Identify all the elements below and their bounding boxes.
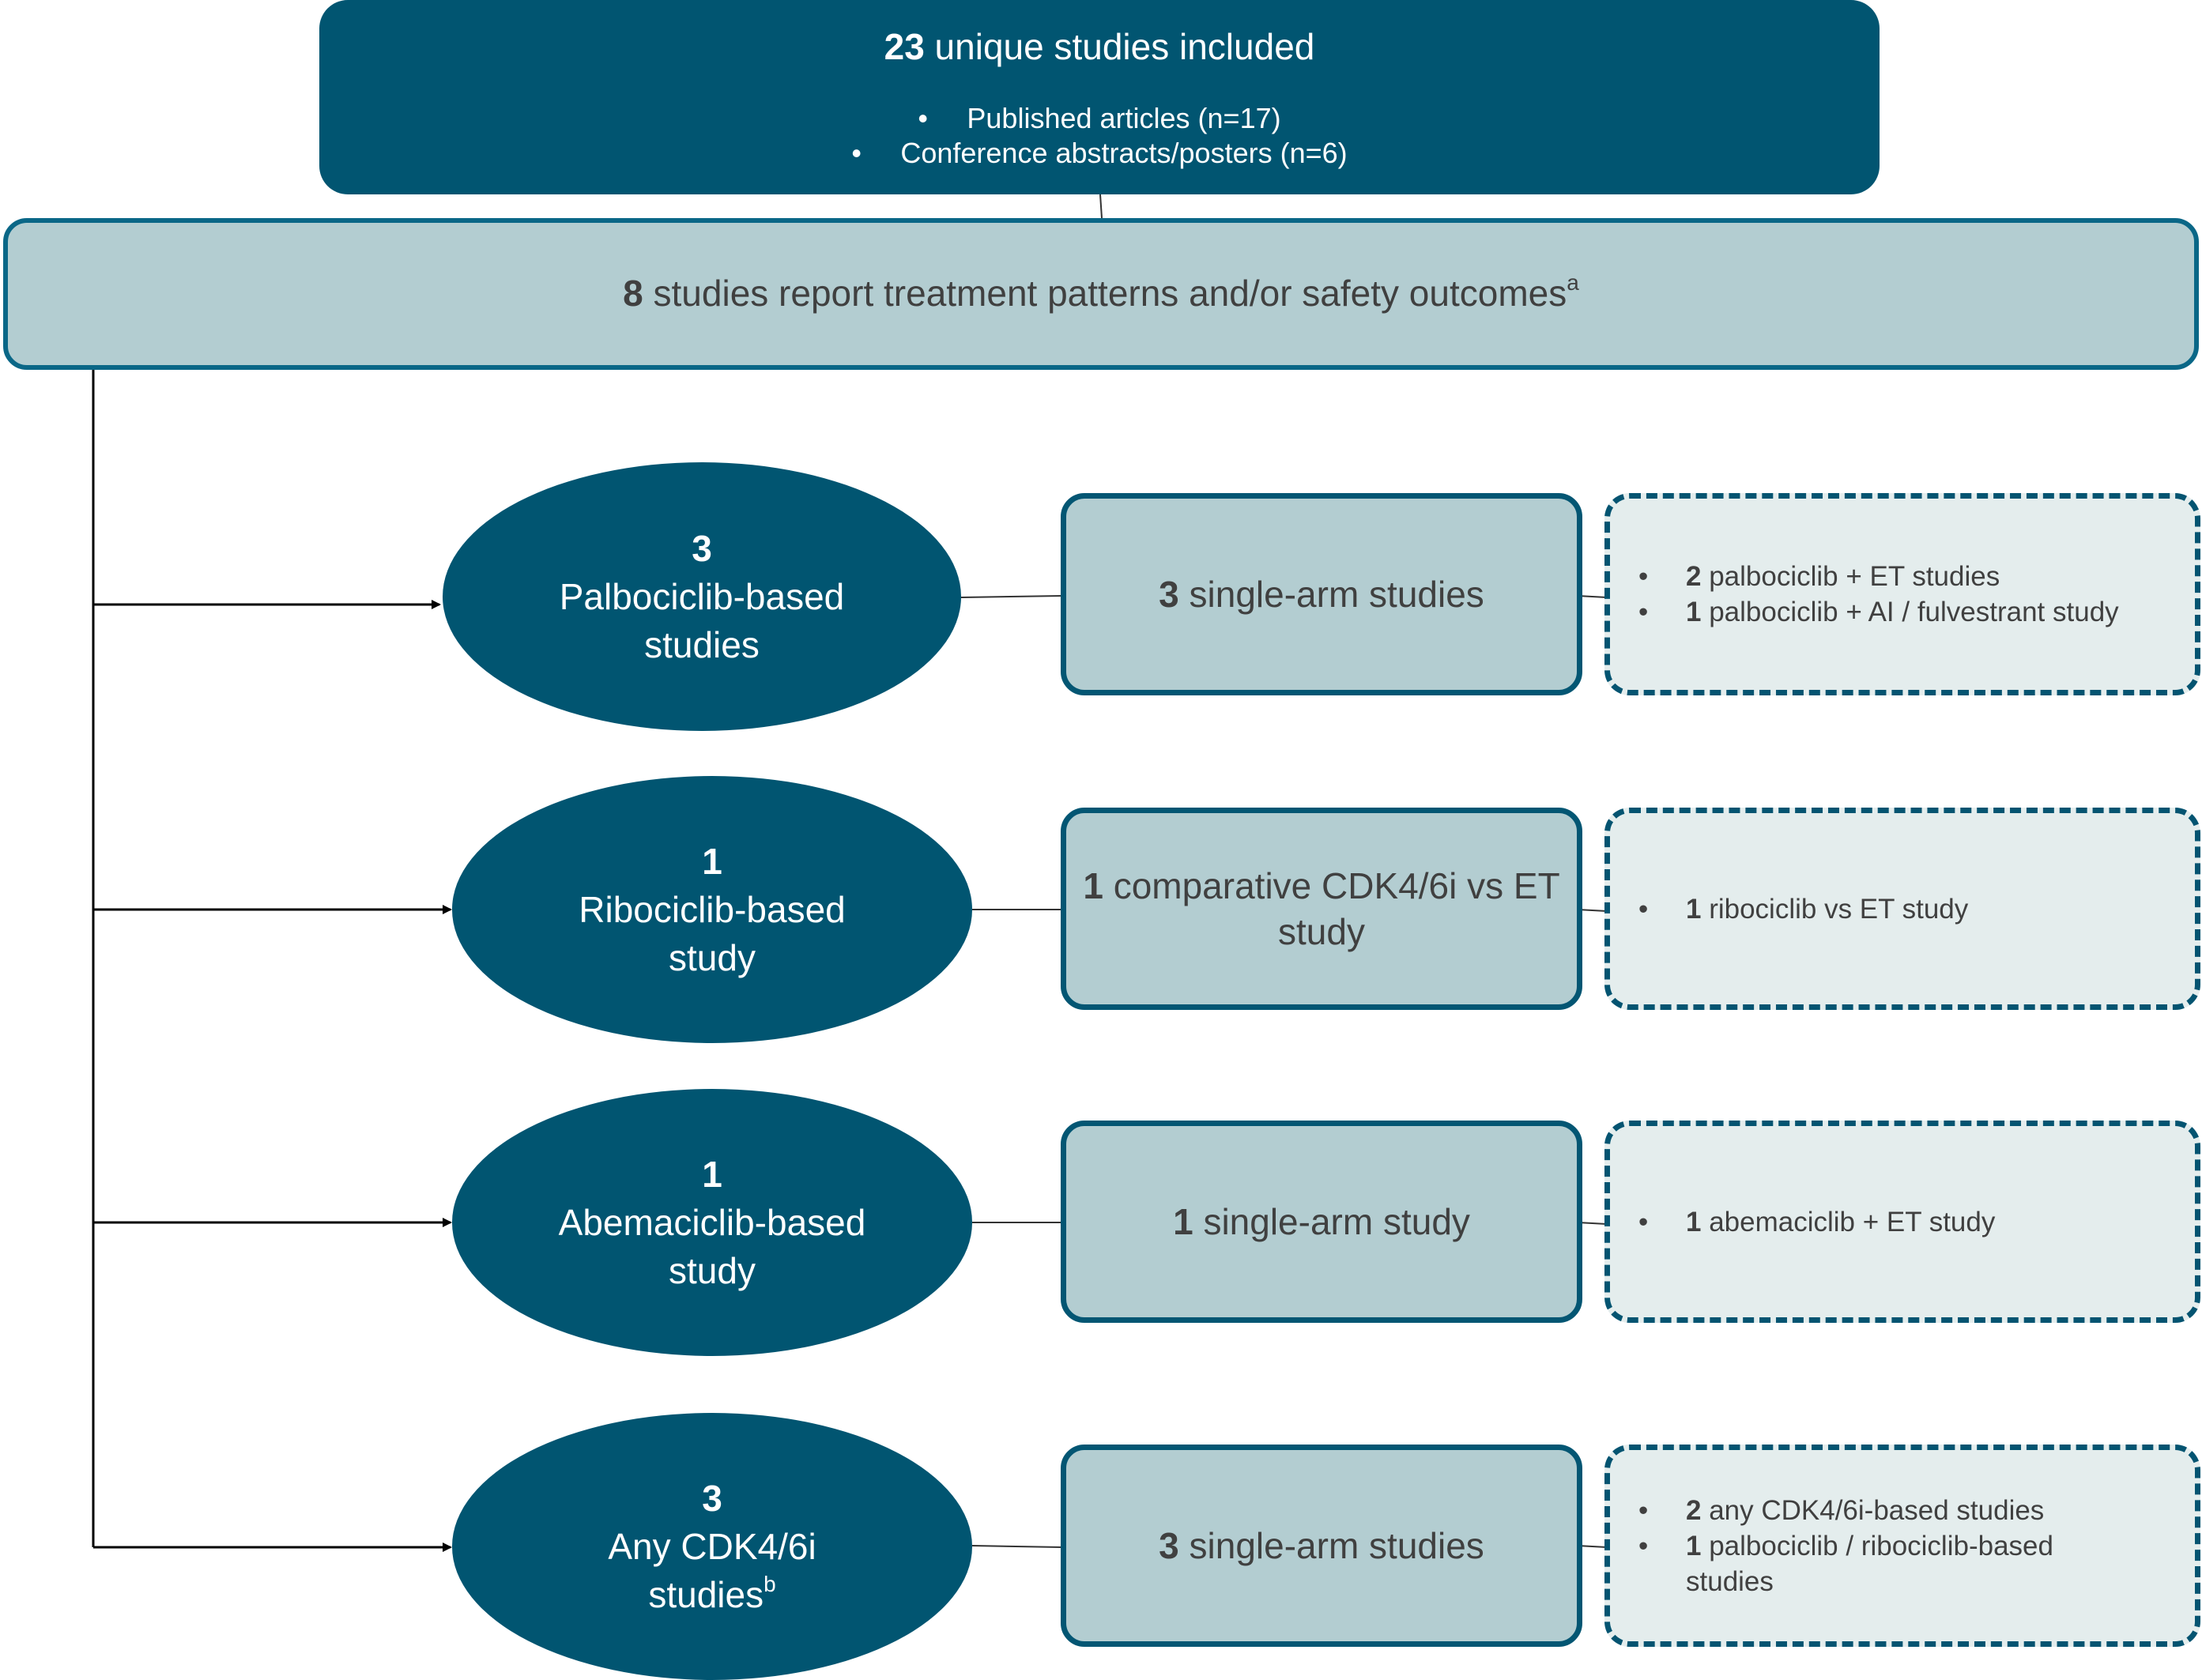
design-text: 1 single-arm study [1173,1201,1470,1242]
oval-label-line2: studiesb [648,1571,776,1615]
oval-count: 1 [702,840,722,882]
design-box-abemaciclib: 1 single-arm study [1061,1121,1582,1323]
details-box-ribociclib: •1 ribociclib vs ET study [1604,808,2200,1010]
bullet-glyph: • [851,137,862,169]
outcomes-label: studies report treatment patterns and/or… [643,273,1567,314]
details-item: •1 palbociclib + AI / fulvestrant study [1610,594,2195,630]
outcomes-band: 8 studies report treatment patterns and/… [3,218,2199,370]
box-to-note-line-1 [1577,595,1608,598]
breakdown-item: • Published articles (n=17) [319,101,1880,136]
design-text: 1 comparative CDK4/6i vs ET study [1083,865,1560,952]
oval-label-line2: studies [644,623,760,665]
details-box-palbociclib: •2 palbociclib + ET studies •1 palbocicl… [1604,493,2200,695]
footnote-marker: a [1567,270,1579,295]
design-text: 3 single-arm studies [1159,1525,1484,1566]
oval-label-line1: Abemaciclib-based [558,1201,866,1243]
oval-to-box-line-1 [960,595,1063,598]
oval-count: 3 [702,1477,722,1519]
details-box-abemaciclib: •1 abemaciclib + ET study [1604,1121,2200,1323]
oval-label-line2: study [669,1249,756,1291]
bullet-glyph: • [1638,1530,1649,1561]
breakdown-item: • Conference abstracts/posters (n=6) [319,136,1880,171]
breakdown-item-text: Conference abstracts/posters (n=6) [900,137,1348,169]
top-to-band-line [1099,194,1103,219]
oval-label-line1: Ribociclib-based [579,888,846,930]
footnote-marker: b [764,1571,776,1596]
included-studies-title: 23 unique studies included [319,22,1880,71]
oval-to-box-line-4 [971,1545,1063,1548]
oval-count: 1 [702,1153,722,1195]
bullet-glyph: • [1638,1494,1649,1526]
design-box-ribociclib: 1 comparative CDK4/6i vs ET study [1061,808,1582,1010]
box-to-note-line-2 [1577,909,1608,912]
breakdown-item-text: Published articles (n=17) [967,102,1281,134]
outcomes-band-text: 8 studies report treatment patterns and/… [8,267,2194,319]
details-item: •1 palbociclib / ribociclib-based studie… [1610,1528,2195,1599]
oval-count: 3 [692,527,712,569]
bullet-glyph: • [918,102,928,134]
box-to-note-line-4 [1577,1545,1608,1548]
bullet-glyph: • [1638,597,1649,627]
details-box-any-cdk46i: •2 any CDK4/6i-based studies •1 palbocic… [1604,1445,2200,1647]
oval-any-cdk46i: 3 Any CDK4/6i studiesb [452,1413,972,1680]
details-item: •1 ribociclib vs ET study [1610,891,2195,927]
bullet-glyph: • [1638,1206,1649,1237]
oval-palbociclib: 3 Palbociclib-based studies [443,462,961,731]
included-studies-box: 23 unique studies included • Published ar… [319,0,1880,194]
box-to-note-line-3 [1577,1222,1608,1225]
oval-label-line1: Any CDK4/6i [608,1525,816,1567]
details-item: •1 abemaciclib + ET study [1610,1204,2195,1240]
included-studies-count: 23 [884,26,925,67]
bullet-glyph: • [1638,893,1649,925]
oval-ribociclib: 1 Ribociclib-based study [452,776,972,1043]
included-studies-label: unique studies included [924,26,1315,67]
oval-label-line1: Palbociclib-based [559,575,845,617]
details-item: •2 any CDK4/6i-based studies [1610,1493,2195,1528]
included-studies-breakdown: •Published articles (n=17) •Conference a… [319,101,1880,171]
outcomes-count: 8 [623,273,643,314]
design-text: 3 single-arm studies [1159,574,1484,615]
design-box-palbociclib: 3 single-arm studies [1061,493,1582,695]
oval-abemaciclib: 1 Abemaciclib-based study [452,1089,972,1356]
details-item: •2 palbociclib + ET studies [1610,559,2195,594]
bullet-glyph: • [1638,561,1649,592]
design-box-any-cdk46i: 3 single-arm studies [1061,1445,1582,1647]
oval-label-line2: study [669,936,756,978]
